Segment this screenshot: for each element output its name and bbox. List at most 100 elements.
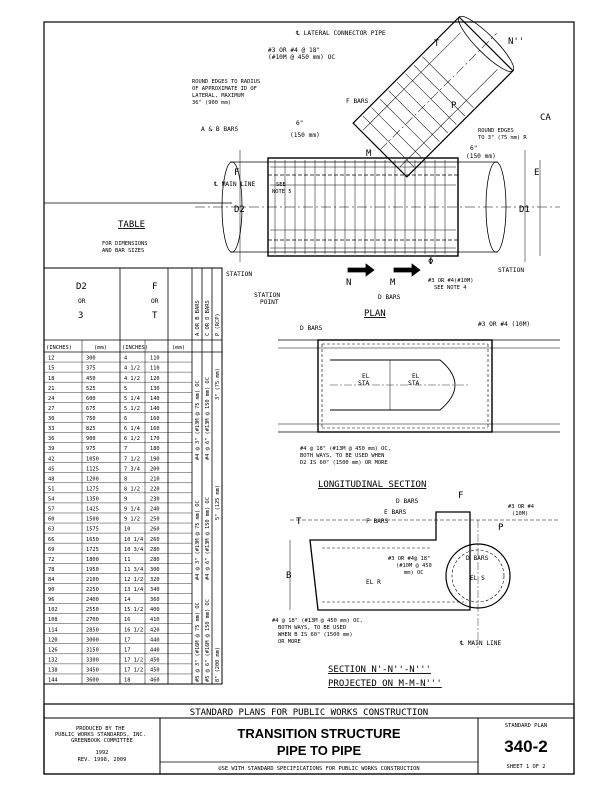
table-cell: 16 1/2 xyxy=(124,627,143,633)
table-cell: 180 xyxy=(150,446,160,452)
col-f: F xyxy=(152,282,157,292)
tb-sheet: SHEET 1 OF 2 xyxy=(507,764,546,770)
section-nn xyxy=(289,511,560,648)
bar-group-1b: #4 @ 6" (#13M @ 150 mm) OC xyxy=(205,377,211,460)
six-in-b-mm-label: (150 mm) xyxy=(466,153,496,160)
six-in-b-label: 6" xyxy=(470,145,477,152)
table-cell: 17 1/2 xyxy=(124,657,143,663)
table-cell: 1275 xyxy=(86,486,99,492)
table-cell: 2700 xyxy=(86,617,99,623)
table-cell: 30 xyxy=(48,416,54,422)
label-d2: D2 xyxy=(234,205,245,215)
table-cell: 1050 xyxy=(86,456,99,462)
nn-d-bars-b: D BARS xyxy=(466,555,489,562)
table-cell: 825 xyxy=(86,426,96,432)
nn-section-title: SECTION N'-N''-N''' xyxy=(328,665,431,675)
table-title: TABLE xyxy=(118,220,145,230)
table-cell: 460 xyxy=(150,678,160,684)
tb-title-2: PIPE TO PIPE xyxy=(277,743,362,758)
table-cell: 42 xyxy=(48,456,54,462)
table-cell: 7 xyxy=(124,446,127,452)
table-cell: 9 1/4 xyxy=(124,507,140,513)
table-cell: 17 xyxy=(124,637,130,643)
unit-inches-2: (INCHES) xyxy=(122,345,148,351)
table-cell: 3450 xyxy=(86,668,99,674)
label-n-prime: N'' xyxy=(508,37,524,47)
nn-label-f: F xyxy=(458,491,463,501)
round-edges-3-label: ROUND EDGES TO 3" (75 mm) R xyxy=(478,128,527,141)
label-p: P xyxy=(451,101,457,111)
table-cell: 110 xyxy=(150,356,160,362)
table-cell: 27 xyxy=(48,406,54,412)
table-cell: 450 xyxy=(86,376,96,382)
table-cell: 420 xyxy=(150,627,160,633)
p-val-2: 5" (125 mm) xyxy=(215,485,221,520)
table-cell: 39 xyxy=(48,446,54,452)
table-cell: 250 xyxy=(150,517,160,523)
table-cell: 210 xyxy=(150,476,160,482)
col-d2: D2 xyxy=(76,282,87,292)
tb-rev: REV. 1998, 2009 xyxy=(78,757,127,763)
label-f: F xyxy=(234,168,239,178)
plan-labels: ℄ LATERAL CONNECTOR PIPE #3 OR #4 @ 18" … xyxy=(192,30,551,319)
table-cell: 5 xyxy=(124,386,127,392)
table-cell: 54 xyxy=(48,497,54,503)
table-cell: 240 xyxy=(150,507,160,513)
long-spacing-note: #4 @ 18" (#13M @ 450 mm) OC, BOTH WAYS, … xyxy=(300,446,394,466)
table-cell: 96 xyxy=(48,597,54,603)
lateral-connector-label: ℄ LATERAL CONNECTOR PIPE xyxy=(295,30,386,37)
table-cell: 126 xyxy=(48,647,58,653)
table-cell: 130 xyxy=(150,386,160,392)
label-ca: CA xyxy=(540,113,551,123)
table-cell: 220 xyxy=(150,486,160,492)
table-cell: 18 xyxy=(48,376,54,382)
station-b-label: STATION xyxy=(498,267,524,274)
table-cell: 4 xyxy=(124,356,127,362)
table-cell: 4 1/2 xyxy=(124,366,140,372)
table-cell: 450 xyxy=(150,657,160,663)
table-cell: 340 xyxy=(150,587,160,593)
table-cell: 1800 xyxy=(86,557,99,563)
table-cell: 525 xyxy=(86,386,96,392)
table-cell: 11 3/4 xyxy=(124,567,143,573)
table-cell: 120 xyxy=(48,637,58,643)
table-cell: 3300 xyxy=(86,657,99,663)
table-cell: 13 1/4 xyxy=(124,587,143,593)
nn-e-bars: E BARS xyxy=(384,509,407,516)
table-cell: 300 xyxy=(86,356,96,362)
table-cell: 2850 xyxy=(86,627,99,633)
table-cell: 36 xyxy=(48,436,54,442)
table-cell: 280 xyxy=(150,547,160,553)
section-nn-labels: D BARS E BARS F BARS #3 OR #4(10M) #3 OR… xyxy=(272,491,534,689)
long-section-title: LONGITUDINAL SECTION xyxy=(318,480,426,490)
ab-bars-label: A & B BARS xyxy=(201,126,239,133)
table-cell: 14 xyxy=(124,597,130,603)
table-cell: 320 xyxy=(150,577,160,583)
label-n: N xyxy=(346,278,351,288)
table-cell: 230 xyxy=(150,497,160,503)
table-cell: 2400 xyxy=(86,597,99,603)
table-cell: 9 xyxy=(124,497,127,503)
six-in-label: 6" xyxy=(296,120,303,127)
table-cell: 144 xyxy=(48,678,58,684)
table-cell: 16 xyxy=(124,617,130,623)
table-cell: 108 xyxy=(48,617,58,623)
table-cell: 170 xyxy=(150,436,160,442)
table-cell: 110 xyxy=(150,366,160,372)
tb-std-plan-label: STANDARD PLAN xyxy=(505,723,547,729)
table-cell: 18 xyxy=(124,678,130,684)
table-cell: 8 xyxy=(124,476,127,482)
table-cell: 440 xyxy=(150,637,160,643)
table-cell: 260 xyxy=(150,527,160,533)
table-cell: 60 xyxy=(48,517,54,523)
table-cell: 140 xyxy=(150,406,160,412)
table-cell: 2550 xyxy=(86,607,99,613)
table-cell: 7 3/4 xyxy=(124,466,140,472)
table-cell: 114 xyxy=(48,627,58,633)
table-cell: 300 xyxy=(150,567,160,573)
